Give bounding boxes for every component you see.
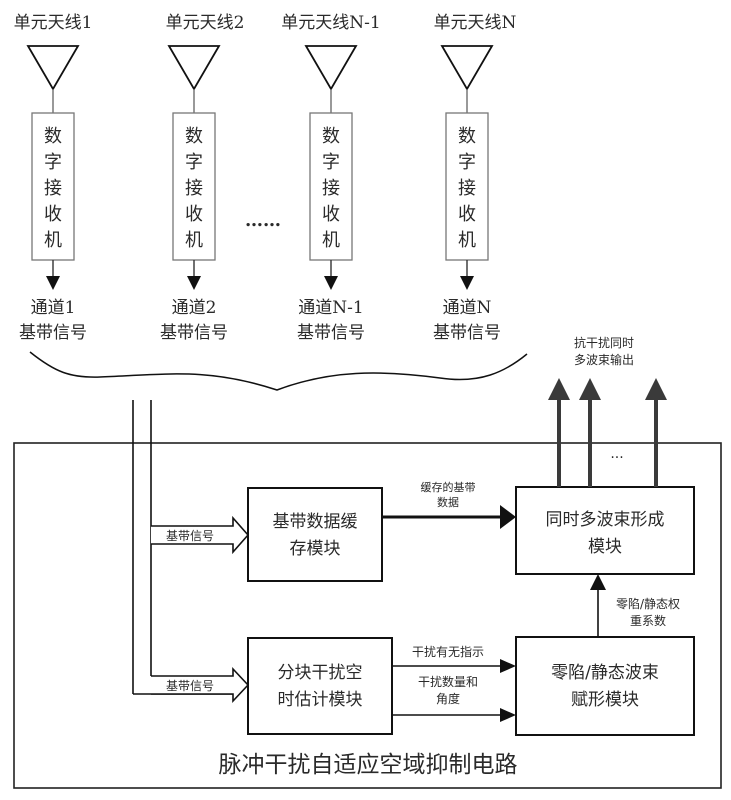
channel-label: 通道1 [31,298,76,318]
antenna-icon [167,45,221,91]
channel-label: 基带信号 [433,323,501,343]
output-label-line1: 抗干扰同时 [574,335,634,350]
nulling-module [515,636,695,736]
buffer-module [247,487,383,582]
channel-label: 基带信号 [160,323,228,343]
buffered-data-label-line1: 缓存的基带 [421,480,476,494]
digital-receiver-char: 机 [185,230,203,251]
antenna-icon [304,45,358,91]
estimator-module-line1: 分块干扰空 [278,663,363,683]
antenna-label: 单元天线N-1 [281,13,380,33]
weights-label-line2: 重系数 [630,613,666,628]
estimator-module-line2: 时估计模块 [278,690,363,710]
baseband-label-bottom: 基带信号 [166,679,214,693]
outputs-ellipsis: ··· [610,450,623,466]
receiver-output-arrowhead [324,276,338,290]
digital-receiver-char: 收 [185,204,203,225]
digital-receiver-box [445,112,489,261]
antenna-label: 单元天线N [434,13,517,33]
digital-receiver-char: 数 [322,126,340,147]
digital-receiver-char: 机 [44,230,62,251]
channel-label: 基带信号 [19,323,87,343]
interference-count-label-line1: 干扰数量和 [418,674,478,689]
buffered-data-arrowhead [500,505,516,529]
digital-receiver-char: 数 [44,126,62,147]
buffer-module-line2: 存模块 [290,539,341,559]
columns-ellipsis: …… [245,210,281,231]
channel-brace [29,351,528,391]
antenna-icon [440,45,494,91]
digital-receiver-char: 收 [322,204,340,225]
antenna-icon [26,45,80,91]
digital-receiver-char: 字 [185,152,203,173]
nulling-module-line2: 赋形模块 [571,690,639,710]
antenna-label: 单元天线2 [166,13,245,33]
output-label-line2: 多波束输出 [574,352,634,367]
digital-receiver-char: 收 [458,204,476,225]
receiver-output-arrowhead [187,276,201,290]
buffered-data-label-line2: 数据 [437,495,459,509]
digital-receiver-char: 字 [44,152,62,173]
estimator-module [247,637,393,735]
antenna-label: 单元天线1 [14,13,93,33]
receiver-output-arrowhead [460,276,474,290]
nulling-module-line1: 零陷/静态波束 [551,663,659,683]
output-arrows [548,378,667,487]
baseband-label-top: 基带信号 [166,529,214,543]
digital-receiver-char: 接 [322,178,340,199]
interference-count-label-line2: 角度 [436,691,460,706]
digital-receiver-char: 数 [185,126,203,147]
digital-receiver-char: 收 [44,204,62,225]
digital-receiver-char: 数 [458,126,476,147]
circuit-box [13,442,722,789]
multibeam-module [515,486,695,575]
output-arrowhead-2 [579,378,601,400]
multibeam-module-line1: 同时多波束形成 [546,510,665,530]
digital-receiver-char: 机 [458,230,476,251]
interference-flag-arrowhead [500,659,516,673]
digital-receiver-char: 字 [458,152,476,173]
channel-label: 通道2 [172,298,217,318]
weights-label-line1: 零陷/静态权 [616,596,680,611]
digital-receiver-char: 字 [322,152,340,173]
channel-label: 基带信号 [297,323,365,343]
interference-count-arrowhead [500,708,516,722]
channel-label: 通道N-1 [298,298,363,318]
channel-label: 通道N [443,298,492,318]
digital-receiver-char: 接 [44,178,62,199]
digital-receiver-char: 接 [458,178,476,199]
interference-flag-label: 干扰有无指示 [412,644,484,659]
circuit-title: 脉冲干扰自适应空域抑制电路 [219,752,518,778]
digital-receiver-box [309,112,353,261]
multibeam-module-line2: 模块 [588,537,622,557]
output-arrowhead-1 [548,378,570,400]
digital-receiver-char: 机 [322,230,340,251]
digital-receiver-char: 接 [185,178,203,199]
receiver-output-arrowhead [46,276,60,290]
weights-arrowhead [590,574,606,590]
output-arrowhead-n [645,378,667,400]
digital-receiver-box [172,112,216,261]
buffer-module-line1: 基带数据缓 [273,512,358,532]
